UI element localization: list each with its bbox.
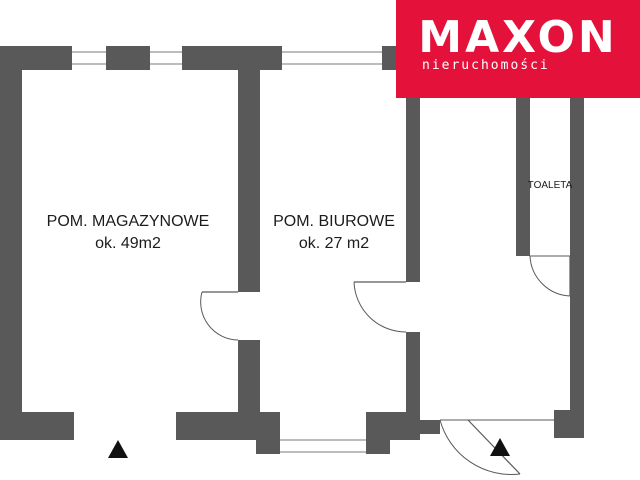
entrance-triangle	[490, 438, 510, 456]
toilet-wall	[516, 98, 530, 256]
logo-tagline: nieruchomości	[422, 58, 550, 73]
bottom-wall-segment	[0, 412, 74, 440]
top-wall-segment	[106, 46, 150, 70]
storage-room-area: ok. 49m2	[95, 235, 161, 252]
bottom-wall-segment	[256, 432, 280, 454]
bottom-wall-segment	[420, 420, 440, 434]
door	[200, 291, 239, 341]
left-wall	[0, 46, 22, 440]
window	[72, 51, 106, 65]
top-wall-segment	[182, 46, 282, 70]
maxon-logo: MAXON nieruchomości	[396, 0, 640, 98]
door	[353, 281, 407, 333]
window	[280, 439, 366, 453]
window	[282, 51, 382, 65]
entrance-triangle	[108, 440, 128, 458]
door	[439, 419, 554, 475]
partition-wall	[406, 70, 420, 282]
door	[529, 255, 571, 297]
window	[150, 51, 182, 65]
logo-brand: MAXON	[418, 12, 618, 63]
partition-wall	[238, 70, 260, 292]
office-room-area: ok. 27 m2	[299, 235, 369, 252]
toilet-room-name: TOALETA	[528, 180, 573, 191]
top-wall-segment	[0, 46, 72, 70]
toilet-wall	[570, 98, 584, 422]
bottom-wall-segment	[366, 432, 390, 454]
office-room-name: POM. BIUROWE	[273, 213, 395, 230]
storage-room-name: POM. MAGAZYNOWE	[47, 213, 210, 230]
